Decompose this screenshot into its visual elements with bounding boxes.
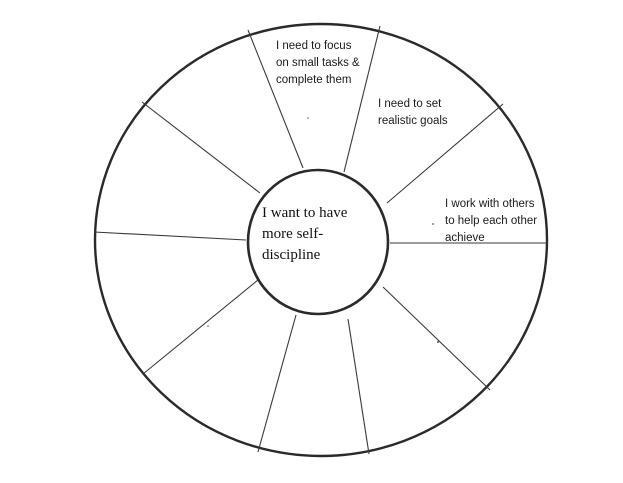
speck-mark: [307, 117, 309, 119]
spoke-line: [257, 314, 297, 453]
spoke-line: [386, 103, 504, 204]
spoke-line: [93, 231, 247, 241]
segment-text-set-realistic-goals: I need to set realistic goals: [378, 98, 448, 127]
spoke-line: [347, 318, 370, 455]
spoke-line: [141, 101, 261, 194]
spoke-line: [142, 279, 259, 375]
segment-text-work-with-others: I work with others to help each other ac…: [445, 198, 538, 244]
speck-mark: [432, 223, 434, 225]
center-goal-text: I want to have more self- discipline: [262, 205, 348, 263]
spoke-line: [382, 286, 491, 391]
speck-mark: [207, 325, 209, 327]
segment-text-focus-small-tasks: I need to focus on small tasks & complet…: [276, 40, 360, 86]
inner-circle: [246, 168, 390, 316]
outer-circle: [93, 22, 549, 458]
spokes: [93, 25, 548, 455]
speck-mark: [437, 341, 439, 343]
spoke-line: [247, 29, 304, 169]
spoke-line: [343, 25, 381, 173]
